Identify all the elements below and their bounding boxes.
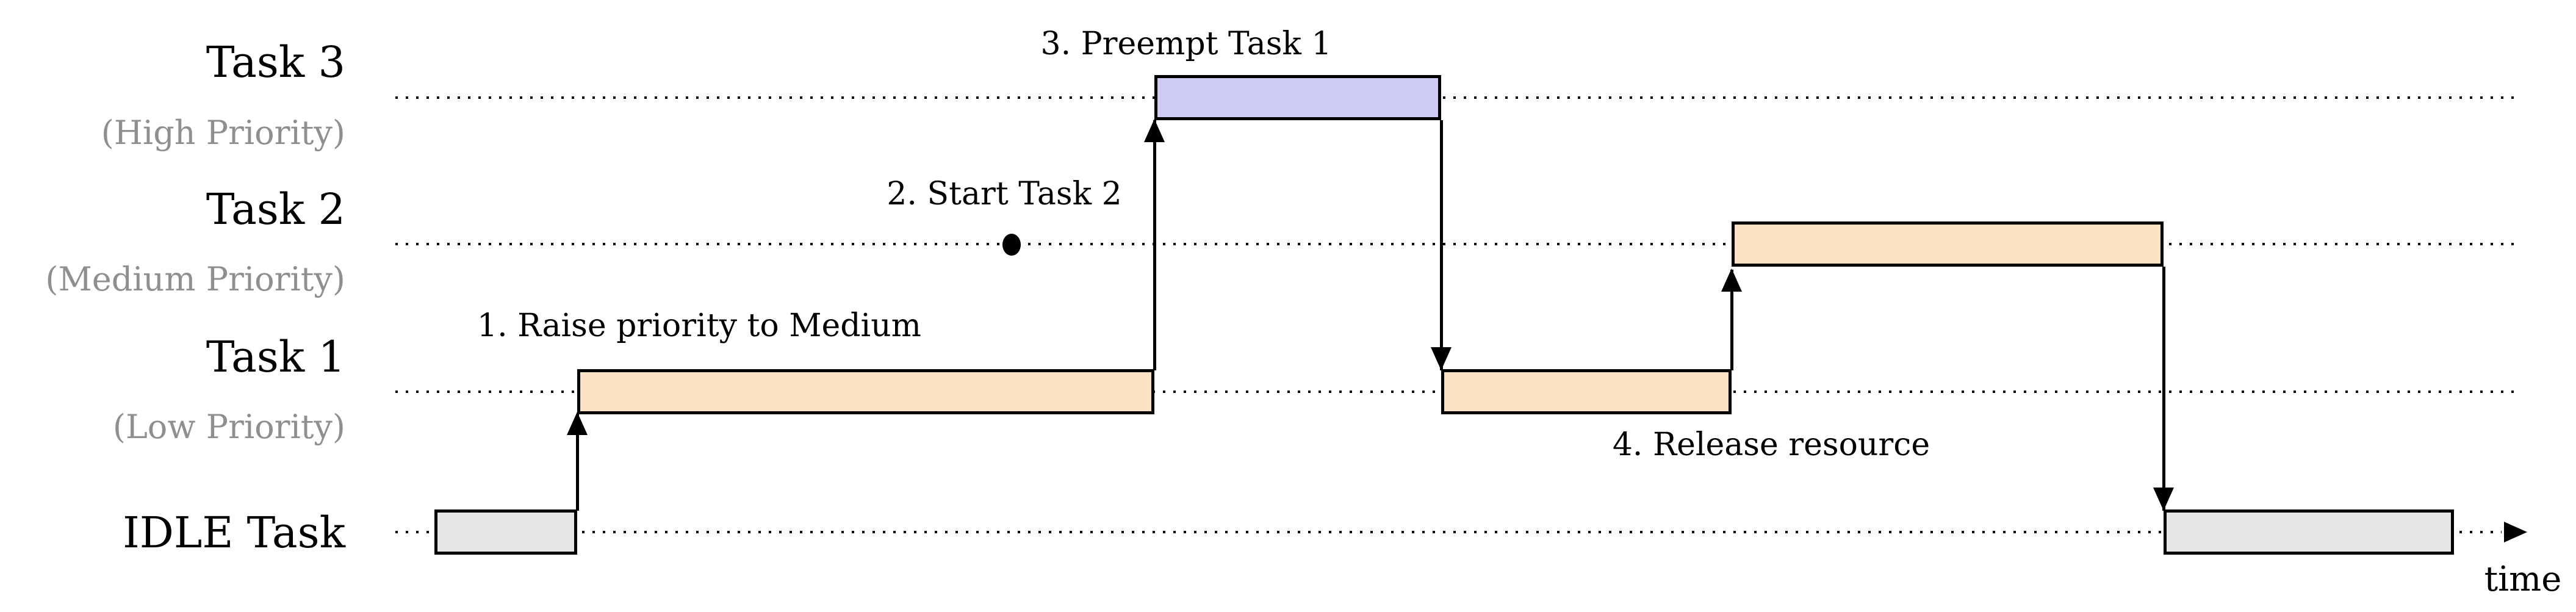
task3-bar bbox=[1154, 75, 1441, 120]
task2-ready-event-dot bbox=[1002, 234, 1021, 256]
connector-task2-to-idle bbox=[2162, 267, 2165, 511]
time-axis-arrowhead-icon bbox=[2504, 522, 2527, 542]
task1-bar-2 bbox=[1441, 369, 1732, 414]
row-label-task3: Task 3 bbox=[206, 37, 345, 87]
idle-timeline-dotted-line bbox=[395, 531, 2502, 533]
row-sublabel-medium-priority: (Medium Priority) bbox=[45, 260, 345, 298]
annotation-start-task2: 2. Start Task 2 bbox=[887, 176, 1122, 212]
connector-task3-to-task1 bbox=[1440, 120, 1443, 370]
task3-timeline-dotted-line bbox=[395, 96, 2514, 99]
arrow-up-idle-to-task1-icon bbox=[567, 412, 588, 435]
row-label-task2: Task 2 bbox=[206, 184, 345, 234]
time-axis-label: time bbox=[2484, 560, 2562, 599]
annotation-raise-priority: 1. Raise priority to Medium bbox=[477, 308, 921, 344]
task1-bar-1 bbox=[577, 369, 1154, 414]
annotation-release-resource: 4. Release resource bbox=[1612, 427, 1930, 463]
connector-task1-to-task3 bbox=[1153, 120, 1156, 370]
task2-timeline-dotted-line bbox=[395, 243, 2514, 245]
row-sublabel-high-priority: (High Priority) bbox=[101, 113, 345, 152]
row-label-idle-task: IDLE Task bbox=[123, 508, 345, 558]
arrow-down-to-idle-icon bbox=[2153, 488, 2174, 511]
arrow-up-start-task2-icon bbox=[1721, 268, 1742, 292]
row-label-task1: Task 1 bbox=[206, 332, 345, 382]
connector-idle-to-task1 bbox=[576, 414, 579, 511]
connector-task1-to-task2 bbox=[1730, 270, 1733, 370]
task2-bar bbox=[1732, 221, 2164, 267]
row-sublabel-low-priority: (Low Priority) bbox=[112, 408, 345, 446]
idle-bar-1 bbox=[434, 509, 577, 555]
idle-bar-2 bbox=[2164, 509, 2454, 555]
arrow-down-resume-task1-icon bbox=[1431, 347, 1452, 370]
arrow-up-preempt-icon bbox=[1144, 119, 1165, 142]
annotation-preempt-task1: 3. Preempt Task 1 bbox=[1040, 26, 1332, 62]
